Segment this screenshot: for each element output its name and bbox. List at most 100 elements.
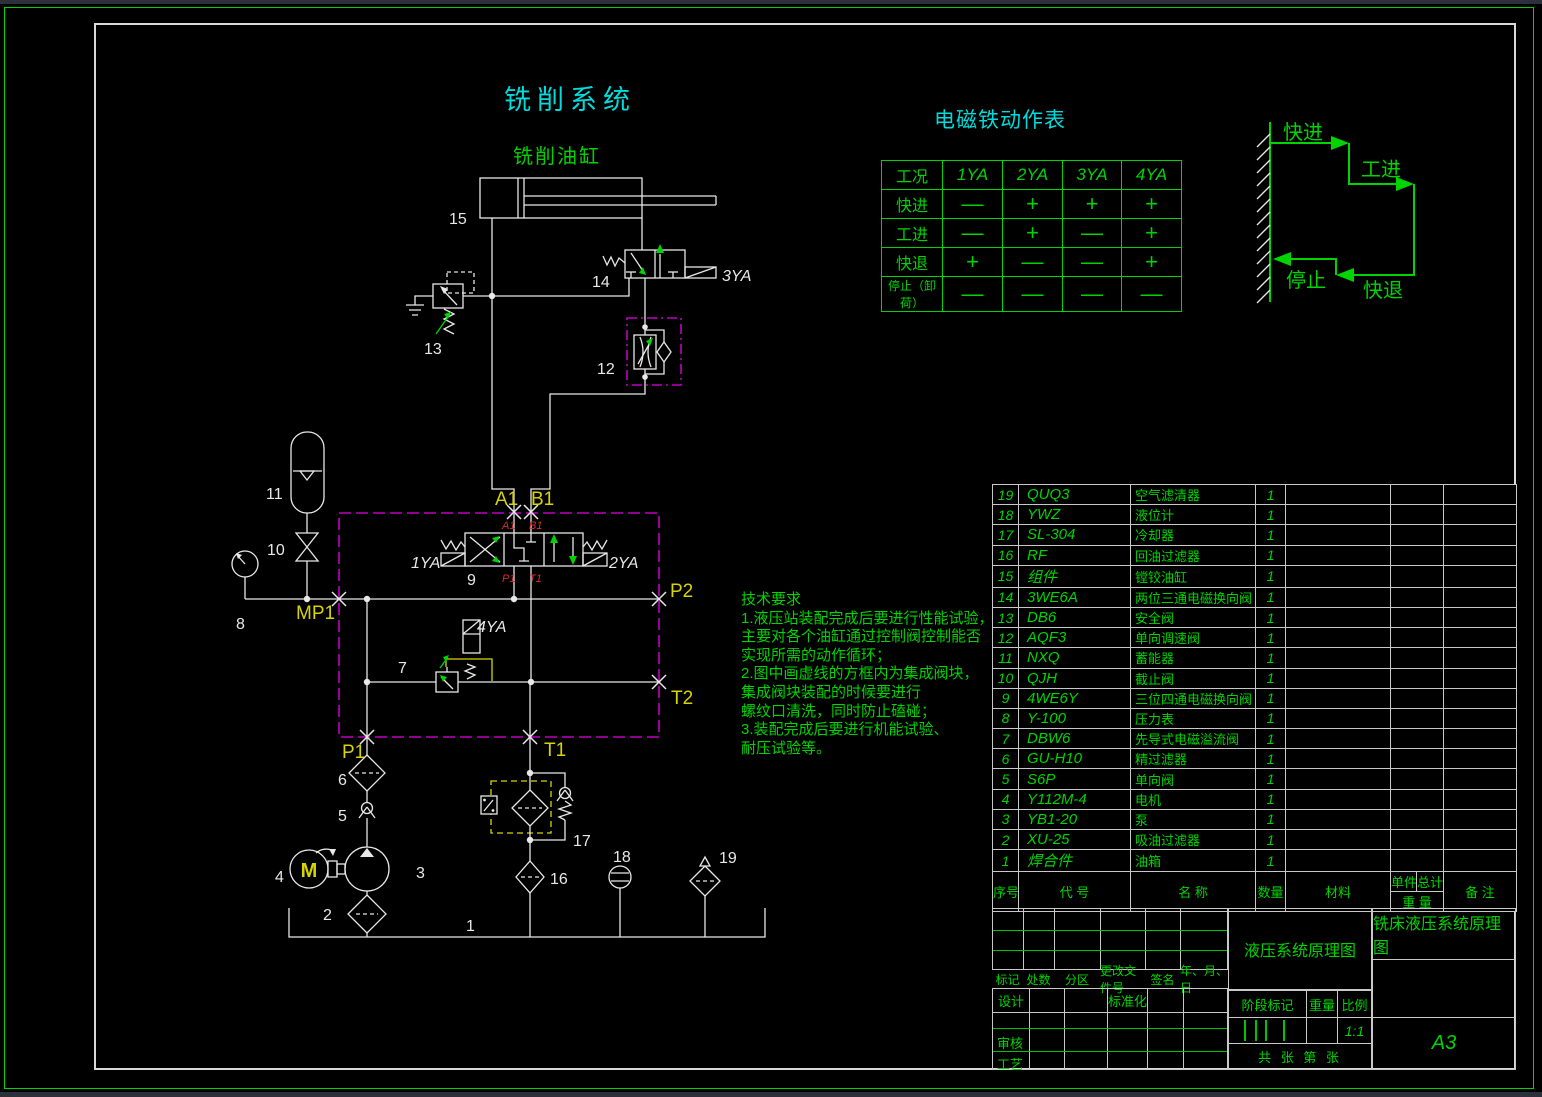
label-port-t2: T2 bbox=[671, 688, 693, 709]
bom-cell: YWZ bbox=[1018, 504, 1131, 526]
bom-cell bbox=[1390, 586, 1444, 608]
grid-line bbox=[1107, 1012, 1108, 1070]
bom-cell: 液位计 bbox=[1130, 504, 1256, 526]
bom-cell: 截止阀 bbox=[1130, 667, 1256, 689]
label-port-a1: A1 bbox=[495, 489, 518, 510]
label-10: 10 bbox=[267, 542, 285, 559]
solenoid-state-value: + bbox=[1121, 189, 1182, 219]
solenoid-labels: 3YA 1YA 2YA 4YA bbox=[411, 268, 751, 636]
bom-cell: 安全阀 bbox=[1130, 606, 1256, 629]
bom-table-header: 序号 代 号 名 称 数量 材料 单件 总计 备 注 重 量 bbox=[992, 871, 1517, 913]
label-port-mp1: MP1 bbox=[296, 603, 335, 624]
bom-header-row2: 重 量 bbox=[993, 891, 1517, 913]
technical-requirements: 技术要求 1.液压站装配完成后要进行性能试验， 主要对各个油缸通过控制阀控制能否… bbox=[741, 591, 994, 758]
scale-cell: 比例 bbox=[1337, 990, 1372, 1018]
bom-cell bbox=[1443, 707, 1517, 730]
bom-cell: 4 bbox=[992, 788, 1019, 810]
review-label: 审核 bbox=[997, 1036, 1024, 1051]
pump-symbol bbox=[344, 846, 390, 895]
bom-cell: 1 bbox=[992, 849, 1019, 873]
bom-cell: 空气滤清器 bbox=[1130, 483, 1256, 506]
bom-cell bbox=[1390, 483, 1444, 506]
solenoid-row: 快退+——+ bbox=[881, 247, 1182, 277]
label-port-p1: P1 bbox=[342, 742, 365, 763]
bom-header-unit: 单件 bbox=[1390, 871, 1417, 893]
revision-label: 更改文件号 bbox=[1100, 964, 1137, 995]
label-6: 6 bbox=[338, 772, 347, 789]
bom-cell: YB1-20 bbox=[1018, 808, 1131, 831]
bom-cell: 压力表 bbox=[1130, 707, 1256, 730]
bom-cell: 精过滤器 bbox=[1130, 748, 1256, 770]
grid-green-line bbox=[993, 930, 1227, 931]
motor-symbol bbox=[289, 848, 346, 889]
bom-cell: 泵 bbox=[1130, 808, 1256, 831]
pressure-tank-lines bbox=[245, 595, 659, 756]
solenoid-header-cell: 1YA bbox=[942, 160, 1003, 190]
suction-filter-symbol bbox=[347, 894, 387, 937]
bom-cell bbox=[1390, 849, 1444, 873]
bom-cell: QUQ3 bbox=[1018, 483, 1131, 506]
bom-cell: 19 bbox=[992, 483, 1019, 506]
label-3: 3 bbox=[416, 865, 425, 882]
bom-cell: 17 bbox=[992, 524, 1019, 546]
bom-cell bbox=[1443, 687, 1517, 709]
bom-cell: 1 bbox=[1255, 544, 1286, 566]
bom-cell bbox=[1443, 504, 1517, 526]
solenoid-state-value: + bbox=[1121, 247, 1182, 277]
tech-line: 实现所需的动作循环； bbox=[741, 646, 892, 664]
bom-cell bbox=[1443, 788, 1517, 810]
label-2: 2 bbox=[323, 907, 332, 924]
bom-cell: GU-H10 bbox=[1018, 748, 1131, 770]
empty-cell bbox=[1183, 988, 1228, 1013]
solenoid-state-label: 工进 bbox=[881, 218, 943, 248]
tech-line: 技术要求 bbox=[741, 591, 802, 608]
bom-cell bbox=[1443, 586, 1517, 608]
process-label: 工艺 bbox=[997, 1057, 1024, 1072]
bom-cell: 1 bbox=[1255, 788, 1286, 810]
bom-cell bbox=[1390, 707, 1444, 730]
label-1ya: 1YA bbox=[411, 555, 440, 572]
label-18: 18 bbox=[613, 849, 631, 866]
bom-cell bbox=[1285, 524, 1391, 546]
bom-cell bbox=[1285, 667, 1391, 689]
bom-cell: DB6 bbox=[1018, 606, 1131, 629]
bom-cell bbox=[1443, 544, 1517, 566]
cycle-fast-retreat: 快退 bbox=[1363, 279, 1403, 302]
label-19: 19 bbox=[719, 850, 737, 867]
bom-cell bbox=[1443, 849, 1517, 873]
label-9: 9 bbox=[467, 572, 476, 589]
bom-cell bbox=[1285, 687, 1391, 709]
cylinder-title: 铣削油缸 bbox=[513, 146, 601, 168]
revision-label: 分区 bbox=[1064, 972, 1089, 987]
grid-line bbox=[1054, 908, 1055, 970]
bom-cell: 回油过滤器 bbox=[1130, 544, 1256, 566]
grid-line bbox=[1183, 1012, 1184, 1070]
tech-line: 耐压试验等。 bbox=[741, 739, 832, 757]
bom-cell bbox=[1390, 627, 1444, 649]
bom-cell bbox=[1443, 627, 1517, 649]
tech-line: 螺纹口清洗，同时防止磕碰； bbox=[741, 702, 937, 720]
stage-mark-value-cell bbox=[1228, 1017, 1307, 1044]
label-2ya: 2YA bbox=[608, 555, 638, 572]
bom-header-material: 材料 bbox=[1285, 871, 1391, 913]
empty-cell bbox=[1372, 959, 1516, 1018]
valve-12-symbol bbox=[626, 317, 682, 386]
bom-cell: 三位四通电磁换向阀 bbox=[1130, 687, 1256, 709]
level-gauge-symbol bbox=[608, 865, 632, 937]
label-3ya: 3YA bbox=[722, 268, 751, 285]
bom-cell bbox=[1285, 808, 1391, 831]
bom-header-row: 序号 代 号 名 称 数量 材料 单件 总计 备 注 bbox=[992, 871, 1517, 913]
bom-cell: 4WE6Y bbox=[1018, 687, 1131, 709]
bom-header-weight: 重 量 bbox=[1390, 891, 1444, 913]
bom-cell bbox=[1285, 606, 1391, 629]
bom-cell bbox=[1285, 768, 1391, 790]
valve-9-symbol bbox=[440, 532, 608, 686]
revision-grid bbox=[992, 908, 1228, 970]
